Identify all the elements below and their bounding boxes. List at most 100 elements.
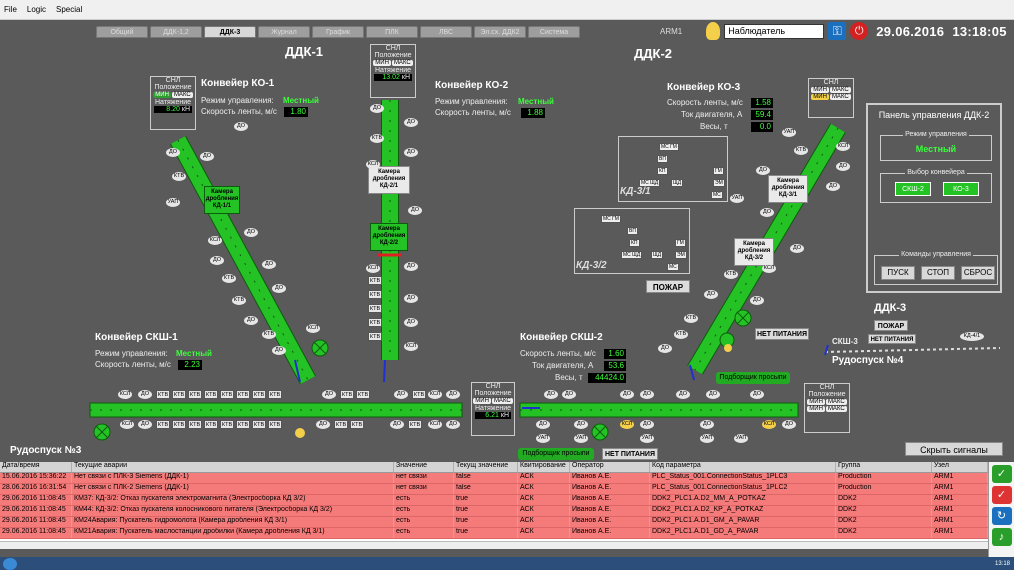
tag-do[interactable]: ДО xyxy=(316,420,330,429)
tag-do[interactable]: ДО xyxy=(750,296,764,305)
tag-ktv[interactable]: КТВ xyxy=(172,172,186,181)
tag-ktv[interactable]: КТВ xyxy=(684,314,698,323)
tag-ksl[interactable]: КСЛ xyxy=(120,420,134,429)
col-alarm[interactable]: Текущие аварии xyxy=(72,462,394,472)
bypass-sksh2[interactable]: Подборщик просыпи xyxy=(518,448,594,460)
tag-uap[interactable]: УАП xyxy=(734,434,748,443)
tab-journal[interactable]: Журнал xyxy=(258,26,310,38)
tag-ktv[interactable]: КТВ xyxy=(368,318,382,327)
tag-ksl[interactable]: КСЛ xyxy=(428,420,442,429)
tag-do[interactable]: ДО xyxy=(408,206,422,215)
kd32-schematic[interactable]: МС ГМ ВП КП МС ЩД ЩД ГМ ЭМ МС xyxy=(574,208,690,274)
kd31-schematic[interactable]: МС ГМ ВП КП МС ЩД ЩД ГМ ЭМ МС xyxy=(618,136,728,202)
tag-do[interactable]: ДО xyxy=(446,390,460,399)
tag-do[interactable]: ДО xyxy=(262,260,276,269)
stop-button[interactable]: СТОП xyxy=(921,266,955,280)
reset-button[interactable]: СБРОС xyxy=(961,266,995,280)
col-current[interactable]: Текущ значение xyxy=(454,462,518,472)
tag-ktv[interactable]: КТВ xyxy=(368,332,382,341)
tag-do[interactable]: ДО xyxy=(446,420,460,429)
tag-ktv[interactable]: КТВ xyxy=(674,330,688,339)
select-sksh2[interactable]: СКШ-2 xyxy=(895,182,931,196)
tab-chart[interactable]: График xyxy=(312,26,364,38)
tag-uap[interactable]: УАП xyxy=(166,198,180,207)
tab-lan[interactable]: ЛВС xyxy=(420,26,472,38)
tag-do[interactable]: ДО xyxy=(658,344,672,353)
crusher-kd21[interactable]: Камера дробления КД-2/1 xyxy=(368,166,410,194)
menu-special[interactable]: Special xyxy=(56,5,83,14)
tag-ktv[interactable]: КТВ xyxy=(268,390,282,399)
refresh-icon[interactable]: ↻ xyxy=(991,507,1012,525)
tab-ddk12[interactable]: ДДК-1,2 xyxy=(150,26,202,38)
tag-ktv[interactable]: КТВ xyxy=(232,296,246,305)
tag-ktv[interactable]: КТВ xyxy=(408,420,422,429)
tag-do[interactable]: ДО xyxy=(836,162,850,171)
tag-do[interactable]: ДО xyxy=(790,244,804,253)
tab-ddk3[interactable]: ДДК-3 xyxy=(204,26,256,38)
tag-do[interactable]: ДО xyxy=(272,346,286,355)
select-ko3[interactable]: КО-3 xyxy=(943,182,979,196)
col-node[interactable]: Узел xyxy=(932,462,988,472)
col-operator[interactable]: Оператор xyxy=(570,462,650,472)
tag-uap[interactable]: УАП xyxy=(700,434,714,443)
tag-do[interactable]: ДО xyxy=(370,104,384,113)
tag-ktv[interactable]: КТВ xyxy=(204,420,218,429)
tag-ktv[interactable]: КТВ xyxy=(222,274,236,283)
col-value[interactable]: Значение xyxy=(394,462,454,472)
tag-do[interactable]: ДО xyxy=(640,390,654,399)
tag-ktv[interactable]: КТВ xyxy=(334,420,348,429)
tag-ksl[interactable]: КСЛ xyxy=(762,264,776,273)
tag-ktv[interactable]: КТВ xyxy=(368,276,382,285)
menu-file[interactable]: File xyxy=(4,5,17,14)
tag-do[interactable]: ДО xyxy=(620,390,634,399)
tag-ksl[interactable]: КСЛ xyxy=(836,142,850,151)
tag-ktv[interactable]: КТВ xyxy=(188,420,202,429)
col-datetime[interactable]: Дата/время xyxy=(0,462,72,472)
user-field[interactable]: Наблюдатель xyxy=(724,23,825,39)
start-icon[interactable] xyxy=(3,557,17,570)
tag-do[interactable]: ДО xyxy=(750,390,764,399)
tag-ktv[interactable]: КТВ xyxy=(204,390,218,399)
tag-do[interactable]: ДО xyxy=(404,118,418,127)
tag-do[interactable]: ДО xyxy=(322,390,336,399)
tag-ksl[interactable]: КСЛ xyxy=(762,420,776,429)
tag-do[interactable]: ДО xyxy=(138,420,152,429)
tab-plc[interactable]: ПЛК xyxy=(366,26,418,38)
tag-do[interactable]: ДО xyxy=(390,420,404,429)
tag-uap[interactable]: УАП xyxy=(574,434,588,443)
tag-do[interactable]: ДО xyxy=(562,390,576,399)
col-code[interactable]: Код параметра xyxy=(650,462,836,472)
bypass-ko3[interactable]: Подборщик просыпи xyxy=(716,372,790,384)
tag-ksl[interactable]: КСЛ xyxy=(118,390,132,399)
tab-system[interactable]: Система xyxy=(528,26,580,38)
tag-do[interactable]: ДО xyxy=(760,208,774,217)
tag-ktv[interactable]: КТВ xyxy=(724,270,738,279)
menu-logic[interactable]: Logic xyxy=(26,5,47,14)
crusher-kd32[interactable]: Камера дробления КД-3/2 xyxy=(734,238,774,266)
tag-ktv[interactable]: КТВ xyxy=(188,390,202,399)
tag-ktv[interactable]: КТВ xyxy=(268,420,282,429)
tag-do[interactable]: ДО xyxy=(234,122,248,131)
tag-ksl[interactable]: КСЛ xyxy=(208,236,222,245)
tag-ksl[interactable]: КСЛ xyxy=(620,420,634,429)
tag-ktv[interactable]: КТВ xyxy=(252,390,266,399)
tag-do[interactable]: ДО xyxy=(782,420,796,429)
tag-ktv[interactable]: КТВ xyxy=(220,390,234,399)
tag-do[interactable]: ДО xyxy=(404,148,418,157)
tag-do[interactable]: ДО xyxy=(404,318,418,327)
tag-do[interactable]: ДО xyxy=(166,148,180,157)
tag-do[interactable]: ДО xyxy=(574,420,588,429)
tag-ktv[interactable]: КТВ xyxy=(172,390,186,399)
tag-ksl[interactable]: КСЛ xyxy=(428,390,442,399)
tag-ktv[interactable]: КТВ xyxy=(368,290,382,299)
tag-ktv[interactable]: КТВ xyxy=(220,420,234,429)
tag-do[interactable]: ДО xyxy=(544,390,558,399)
tag-uap[interactable]: УАП xyxy=(782,128,796,137)
crusher-kd31[interactable]: Камера дробления КД-3/1 xyxy=(768,175,808,203)
tag-ksl[interactable]: КСЛ xyxy=(306,324,320,333)
table-horizontal-scrollbar[interactable] xyxy=(0,541,988,549)
